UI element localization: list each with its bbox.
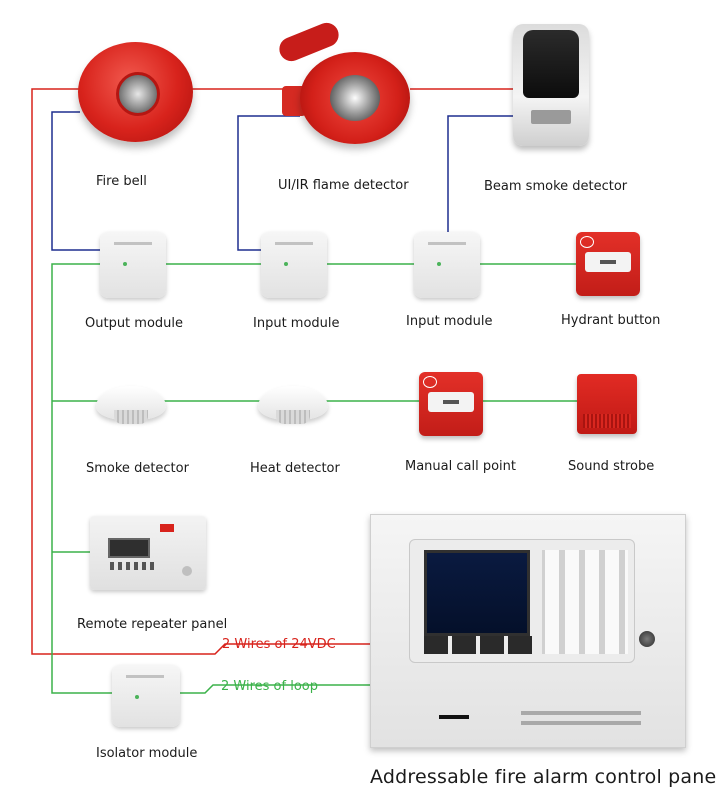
remote-repeater-panel-icon (90, 516, 206, 590)
signal-wire-flame (237, 115, 300, 251)
output-module-label: Output module (85, 316, 184, 331)
fire-bell-icon (78, 42, 193, 142)
flame-detector-label: UI/IR flame detector (278, 178, 409, 193)
remote-repeater-panel-label: Remote repeater panel (77, 617, 228, 632)
heat-detector-label: Heat detector (250, 461, 340, 476)
manual-call-point-icon (419, 372, 483, 436)
signal-wire-beam (447, 115, 515, 232)
input-module-1-icon (261, 232, 327, 298)
sound-strobe-icon (577, 374, 637, 434)
input-module-2-label: Input module (406, 314, 493, 329)
output-module-icon (100, 232, 166, 298)
fire-bell-label: Fire bell (96, 174, 147, 189)
beam-smoke-detector-icon (513, 24, 589, 146)
loop-wire (51, 263, 112, 694)
input-module-1-label: Input module (253, 316, 340, 331)
hydrant-button-label: Hydrant button (561, 313, 661, 328)
heat-detector-icon (258, 386, 328, 424)
smoke-detector-icon (96, 386, 166, 424)
flame-detector-icon (300, 52, 410, 144)
sound-strobe-label: Sound strobe (568, 459, 655, 474)
panel-title: Addressable fire alarm control panel (370, 766, 716, 788)
loop-wire-panel (180, 684, 370, 694)
fire-alarm-control-panel-icon (370, 514, 686, 748)
loop-wire-label: 2 Wires of loop (221, 679, 318, 694)
isolator-module-icon (112, 665, 180, 727)
input-module-2-icon (414, 232, 480, 298)
beam-smoke-detector-label: Beam smoke detector (484, 179, 628, 194)
hydrant-button-icon (576, 232, 640, 296)
smoke-detector-label: Smoke detector (86, 461, 189, 476)
isolator-module-label: Isolator module (96, 746, 198, 761)
power-wire-label: 2 Wires of 24VDC (222, 637, 336, 652)
manual-call-point-label: Manual call point (405, 459, 516, 474)
signal-wire-bell (51, 111, 100, 251)
